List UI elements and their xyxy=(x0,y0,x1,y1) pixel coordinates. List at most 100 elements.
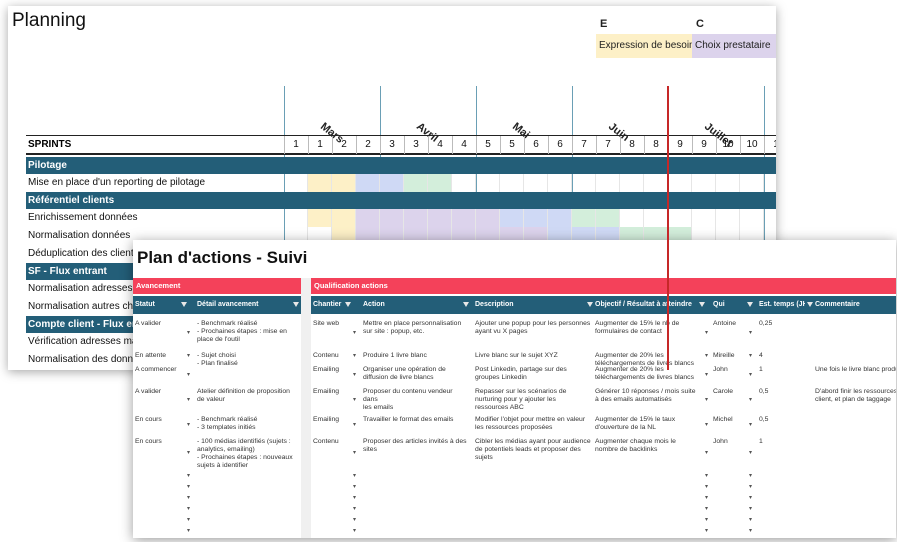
cell-description[interactable]: Post Linkedin, partage sur des groupes L… xyxy=(475,366,567,381)
column-header[interactable]: Est. temps (JH) xyxy=(759,296,815,314)
column-header[interactable]: Détail avancement xyxy=(197,296,301,314)
dropdown-caret-icon[interactable]: ▾ xyxy=(749,484,753,490)
cell-action[interactable]: Organiser une opération de diffusion de … xyxy=(363,366,446,381)
dropdown-caret-icon[interactable]: ▾ xyxy=(749,422,753,428)
gantt-cell[interactable] xyxy=(476,209,500,227)
dropdown-caret-icon[interactable]: ▾ xyxy=(187,517,191,523)
dropdown-caret-icon[interactable]: ▾ xyxy=(187,397,191,403)
gantt-cell[interactable] xyxy=(380,174,404,192)
gantt-cell[interactable] xyxy=(452,209,476,227)
gantt-cell[interactable] xyxy=(428,174,452,192)
cell-description[interactable]: Repasser sur les scénarios de nurturing … xyxy=(475,388,567,411)
gantt-cell[interactable] xyxy=(380,209,404,227)
gantt-cell[interactable] xyxy=(356,209,380,227)
gantt-cell[interactable] xyxy=(332,209,356,227)
dropdown-caret-icon[interactable]: ▾ xyxy=(705,397,709,403)
gantt-cell[interactable] xyxy=(644,174,668,192)
gantt-cell[interactable] xyxy=(308,209,332,227)
empty-table-row[interactable]: ▾ ▾ ▾ ▾ xyxy=(133,514,896,525)
filter-icon[interactable] xyxy=(807,302,813,307)
dropdown-caret-icon[interactable]: ▾ xyxy=(353,422,357,428)
cell-statut[interactable]: A valider xyxy=(135,320,162,327)
column-header[interactable]: Description xyxy=(475,296,595,314)
column-header[interactable]: Action xyxy=(363,296,471,314)
dropdown-caret-icon[interactable]: ▾ xyxy=(749,330,753,336)
dropdown-caret-icon[interactable]: ▾ xyxy=(187,473,191,479)
gantt-cell[interactable] xyxy=(500,174,524,192)
column-header[interactable]: Statut xyxy=(135,296,189,314)
gantt-cell[interactable] xyxy=(524,209,548,227)
gantt-cell[interactable] xyxy=(740,227,764,245)
cell-chantier[interactable]: Emailing xyxy=(313,366,340,373)
dropdown-caret-icon[interactable]: ▾ xyxy=(353,330,357,336)
gantt-cell[interactable] xyxy=(764,174,776,192)
column-header[interactable]: Qui xyxy=(713,296,755,314)
cell-qui[interactable]: John xyxy=(713,366,728,373)
gantt-cell[interactable] xyxy=(668,209,692,227)
dropdown-caret-icon[interactable]: ▾ xyxy=(705,353,709,359)
gantt-cell[interactable] xyxy=(740,174,764,192)
dropdown-caret-icon[interactable]: ▾ xyxy=(353,517,357,523)
column-header[interactable]: Commentaire xyxy=(815,296,896,314)
dropdown-caret-icon[interactable]: ▾ xyxy=(353,495,357,501)
cell-temps[interactable]: 0,5 xyxy=(759,416,769,423)
empty-table-row[interactable]: ▾▾▾▾ xyxy=(133,503,896,514)
dropdown-caret-icon[interactable]: ▾ xyxy=(353,473,357,479)
gantt-cell[interactable] xyxy=(596,209,620,227)
gantt-cell[interactable] xyxy=(572,209,596,227)
cell-qui[interactable]: John xyxy=(713,438,728,445)
gantt-cell[interactable] xyxy=(764,209,776,227)
dropdown-caret-icon[interactable]: ▾ xyxy=(705,517,709,523)
cell-temps[interactable]: 1 xyxy=(759,366,763,373)
dropdown-caret-icon[interactable]: ▾ xyxy=(187,450,191,456)
cell-description[interactable]: Modifier l'objet pour mettre en valeur l… xyxy=(475,416,586,431)
cell-description[interactable]: Cibler les médias ayant pour audience de… xyxy=(475,438,591,461)
filter-icon[interactable] xyxy=(463,302,469,307)
gantt-cell[interactable] xyxy=(548,209,572,227)
cell-action[interactable]: Proposer des articles invités à des site… xyxy=(363,438,467,453)
gantt-cell[interactable] xyxy=(692,174,716,192)
cell-detail[interactable]: - Benchmark réalisé - Prochaines étapes … xyxy=(197,320,287,343)
cell-objectif[interactable]: Augmenter de 20% les téléchargements de … xyxy=(595,352,694,367)
dropdown-caret-icon[interactable]: ▾ xyxy=(187,330,191,336)
gantt-cell[interactable] xyxy=(332,174,356,192)
dropdown-caret-icon[interactable]: ▾ xyxy=(187,495,191,501)
dropdown-caret-icon[interactable]: ▾ xyxy=(749,528,753,534)
empty-table-row[interactable]: ▾▾▾▾ xyxy=(133,525,896,536)
gantt-cell[interactable] xyxy=(308,227,332,245)
gantt-cell[interactable] xyxy=(716,227,740,245)
dropdown-caret-icon[interactable]: ▾ xyxy=(705,422,709,428)
dropdown-caret-icon[interactable]: ▾ xyxy=(749,397,753,403)
table-row[interactable]: En cours- 100 médias identifiés (sujets … xyxy=(133,436,896,470)
gantt-cell[interactable] xyxy=(716,209,740,227)
filter-icon[interactable] xyxy=(181,302,187,307)
dropdown-caret-icon[interactable]: ▾ xyxy=(353,484,357,490)
gantt-cell[interactable] xyxy=(740,209,764,227)
dropdown-caret-icon[interactable]: ▾ xyxy=(705,450,709,456)
cell-chantier[interactable]: Contenu xyxy=(313,438,339,445)
cell-action[interactable]: Mettre en place personnalisation sur sit… xyxy=(363,320,462,335)
cell-statut[interactable]: En cours xyxy=(135,416,162,423)
dropdown-caret-icon[interactable]: ▾ xyxy=(187,372,191,378)
dropdown-caret-icon[interactable]: ▾ xyxy=(353,397,357,403)
dropdown-caret-icon[interactable]: ▾ xyxy=(749,506,753,512)
filter-icon[interactable] xyxy=(293,302,299,307)
cell-commentaire[interactable]: Une fois le livre blanc produit xyxy=(815,366,896,373)
dropdown-caret-icon[interactable]: ▾ xyxy=(705,528,709,534)
dropdown-caret-icon[interactable]: ▾ xyxy=(749,495,753,501)
gantt-cell[interactable] xyxy=(452,174,476,192)
cell-temps[interactable]: 0,5 xyxy=(759,388,769,395)
cell-qui[interactable]: Mireille xyxy=(713,352,735,359)
gantt-cell[interactable] xyxy=(668,174,692,192)
table-row[interactable]: A commencer Emailing Organiser une opérati… xyxy=(133,364,896,386)
cell-description[interactable]: Ajouter une popup pour les personnes aya… xyxy=(475,320,591,335)
cell-statut[interactable]: En cours xyxy=(135,438,162,445)
cell-objectif[interactable]: Augmenter chaque mois le nombre de backl… xyxy=(595,438,676,453)
task-row[interactable]: Mise en place d'un reporting de pilotage xyxy=(26,174,776,192)
empty-table-row[interactable]: ▾▾▾▾ xyxy=(133,492,896,503)
cell-statut[interactable]: A commencer xyxy=(135,366,177,373)
dropdown-caret-icon[interactable]: ▾ xyxy=(749,517,753,523)
cell-objectif[interactable]: Générer 10 réponses / mois suite à des e… xyxy=(595,388,696,403)
cell-objectif[interactable]: Augmenter de 15% le taux d'ouverture de … xyxy=(595,416,676,431)
